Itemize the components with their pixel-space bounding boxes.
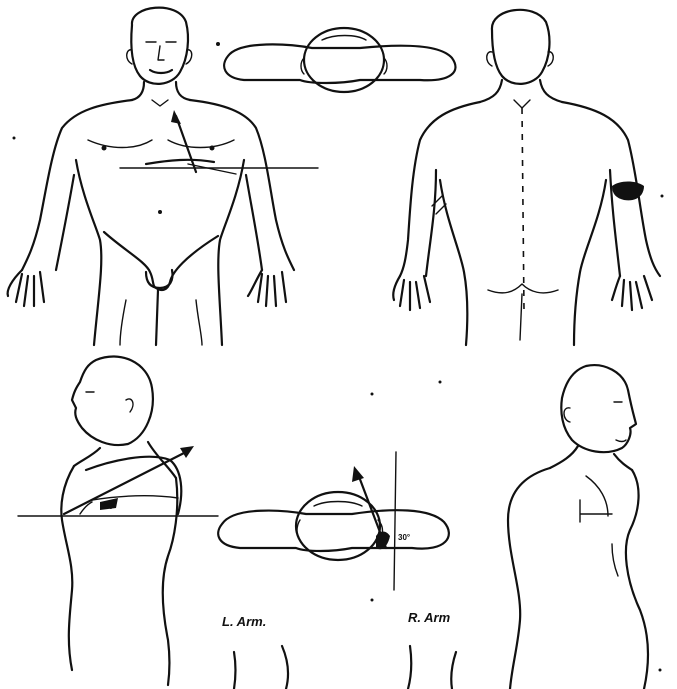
scan-specks [13, 137, 664, 672]
top-view-lower [218, 492, 449, 560]
lower-legs [234, 646, 456, 689]
left-side-view-figure [61, 356, 181, 685]
right-side-view-figure [508, 365, 648, 689]
side-trajectory: 30° [18, 446, 218, 516]
top-view-upper [216, 28, 455, 92]
left-arm-label: L. Arm. [222, 614, 266, 629]
back-view-figure [393, 10, 660, 345]
angle-label-top: 30° [398, 533, 410, 542]
angle-label-side: 30° [104, 502, 116, 511]
top-trajectory: 30° [352, 452, 410, 590]
right-arm-label: R. Arm [408, 610, 451, 625]
front-view-figure [8, 8, 294, 345]
